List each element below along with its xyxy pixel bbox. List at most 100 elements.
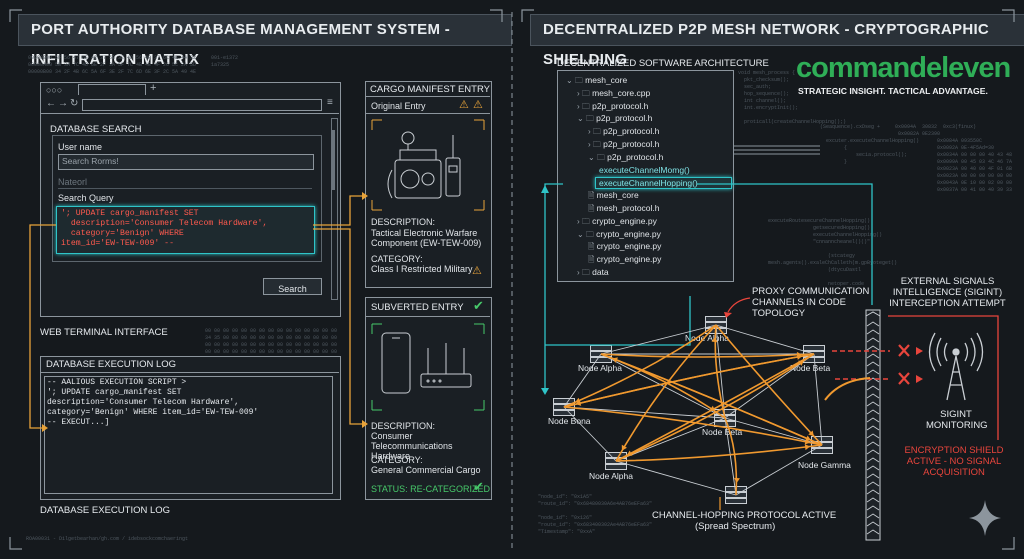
folder-icon: › 🗀 bbox=[577, 268, 593, 277]
subverted-description: Consumer Telecommunications Hardware bbox=[371, 431, 453, 461]
sigint-tower-icon bbox=[928, 332, 984, 401]
tree-item[interactable]: ⌄ 🗀 p2p_protocol.h bbox=[588, 152, 663, 166]
window-dots: ○○○ bbox=[46, 85, 63, 95]
channel-hop-arrowhead bbox=[798, 360, 804, 366]
shield-chevron bbox=[866, 369, 880, 375]
execution-log-box bbox=[44, 376, 333, 494]
warning-icon-1: ⚠ bbox=[459, 99, 469, 111]
channel-hop-arrow bbox=[615, 353, 815, 462]
shield-chevron bbox=[866, 473, 880, 479]
shield-chevron bbox=[866, 361, 880, 367]
tree-item[interactable]: › 🗀 p2p_protocol.h bbox=[588, 126, 659, 140]
channel-hop-arrowhead bbox=[711, 336, 718, 343]
tree-item[interactable]: › 🗀 p2p_protocol.h bbox=[577, 101, 648, 115]
tree-item[interactable]: 🗎 mesh_core bbox=[588, 190, 639, 204]
cyan-arrowheads bbox=[541, 185, 549, 395]
injection-arrowheads bbox=[42, 192, 368, 432]
folder-icon: › 🗀 bbox=[577, 216, 593, 226]
folder-icon: ⌄ 🗀 bbox=[577, 229, 597, 239]
original-card-divider bbox=[365, 96, 490, 97]
new-tab-icon[interactable]: + bbox=[150, 82, 157, 94]
encryption-shield bbox=[865, 309, 881, 541]
architecture-window bbox=[557, 70, 734, 282]
tree-item-label: mesh_protocol.h bbox=[596, 203, 660, 213]
original-entry-subtitle: Original Entry bbox=[371, 101, 426, 111]
tree-item[interactable]: › 🗀 crypto_engine.py bbox=[577, 216, 657, 230]
tree-item[interactable]: executeChannelMomg() bbox=[599, 165, 690, 175]
tree-item[interactable]: ⌄ 🗀 crypto_engine.py bbox=[577, 229, 661, 243]
search-input[interactable]: Search Rorms! bbox=[58, 154, 314, 170]
mesh-channel-hops bbox=[563, 324, 823, 496]
shield-chevron bbox=[866, 401, 880, 407]
tree-item-label: mesh_core bbox=[585, 75, 628, 85]
tree-item[interactable]: › 🗀 mesh_core.cpp bbox=[577, 88, 650, 102]
mesh-link bbox=[563, 406, 726, 419]
tree-item[interactable]: ⌄ 🗀 p2p_protocol.h bbox=[577, 113, 652, 127]
channel-note-2: (Spread Spectrum) bbox=[695, 521, 776, 532]
tree-item[interactable]: › 🗀 data bbox=[577, 267, 609, 281]
scrollbar-thumb[interactable] bbox=[332, 130, 335, 190]
shield-chevron bbox=[866, 337, 880, 343]
tree-item[interactable]: ⌄ 🗀 mesh_core bbox=[566, 75, 627, 89]
execution-log-panel bbox=[40, 356, 341, 500]
tree-item[interactable]: 🗎 crypto_engine.py bbox=[588, 254, 661, 268]
original-category-label: CATEGORY: bbox=[371, 254, 423, 264]
channel-hop-arrow bbox=[600, 353, 815, 358]
shield-chevron bbox=[866, 409, 880, 415]
hex-dump-top: 00000000 5F 56 47 6E 42 37 58 32 4D 56 4… bbox=[28, 55, 239, 75]
search-query-field[interactable]: '; UPDATE cargo_manifest SET description… bbox=[56, 206, 315, 254]
node-label: Node Alpha bbox=[578, 363, 622, 373]
back-icon[interactable]: ← bbox=[46, 98, 56, 109]
node-label: Node Bona bbox=[548, 416, 591, 426]
original-category: Class I Restricted Military bbox=[371, 264, 473, 274]
file-icon: 🗎 bbox=[588, 255, 597, 265]
shield-chevron bbox=[866, 489, 880, 495]
shield-chevron bbox=[866, 513, 880, 519]
search-form-panel bbox=[52, 135, 322, 262]
code-background-1: void mesh_process { pkt_checksum(); sec_… bbox=[738, 70, 847, 125]
terminal-caption: WEB TERMINAL INTERFACE bbox=[40, 327, 168, 338]
injection-arrows bbox=[29, 195, 362, 429]
hex-dump-mid: 00 00 00 00 00 00 00 00 00 00 00 00 00 0… bbox=[205, 328, 338, 355]
original-description: Tactical Electronic Warfare Component (E… bbox=[371, 228, 482, 248]
shield-chevron bbox=[866, 345, 880, 351]
search-query-label: Search Query bbox=[58, 193, 114, 203]
channel-hop-arrowhead bbox=[796, 353, 803, 360]
tree-item-highlighted[interactable]: executeChannelHopping() bbox=[595, 177, 732, 190]
tree-item[interactable]: 🗎 crypto_engine.py bbox=[588, 241, 661, 255]
code-background-3: executeRoutesecureChannelHopping() getse… bbox=[768, 218, 898, 287]
shield-chevron bbox=[866, 497, 880, 503]
shield-chevron bbox=[866, 505, 880, 511]
search-placeholder: Search Rorms! bbox=[62, 156, 119, 166]
shield-chevron bbox=[866, 465, 880, 471]
faded-label: Nateorl bbox=[58, 177, 88, 187]
shield-chevron bbox=[866, 449, 880, 455]
original-card-divider-2 bbox=[365, 113, 490, 114]
mesh-link bbox=[735, 444, 823, 496]
footer-url: ROA00031 - Dilgetbearhan/gh.com / idebso… bbox=[26, 536, 189, 542]
tree-item[interactable]: › 🗀 p2p_protocol.h bbox=[588, 139, 659, 153]
scrollbar[interactable] bbox=[331, 118, 338, 300]
reload-icon[interactable]: ↻ bbox=[70, 98, 79, 109]
forward-icon[interactable]: → bbox=[58, 98, 68, 109]
node-label: Node Beta bbox=[702, 427, 743, 437]
code-background-2: (Seaquence).cxDseg + 0x0094A 30832 0xc3(… bbox=[820, 124, 1013, 193]
tree-item-label: crypto_engine.py bbox=[596, 254, 662, 265]
subverted-card-divider bbox=[365, 316, 490, 317]
address-bar[interactable] bbox=[82, 99, 322, 111]
shield-chevron bbox=[866, 377, 880, 383]
tree-item[interactable]: 🗎 mesh_protocol.h bbox=[588, 203, 660, 217]
channel-hop-arrowhead bbox=[804, 438, 811, 445]
check-icon-2: ✔ bbox=[473, 479, 484, 494]
shield-chevron bbox=[866, 425, 880, 431]
tree-item-label: crypto_engine.py bbox=[596, 228, 661, 239]
tree-item-label: mesh_core.cpp bbox=[592, 87, 651, 98]
menu-icon[interactable]: ≡ bbox=[327, 97, 333, 108]
shield-chevron bbox=[866, 321, 880, 327]
shield-chevron bbox=[866, 529, 880, 535]
channel-hop-arrowhead bbox=[804, 444, 811, 451]
search-button[interactable]: Search bbox=[263, 278, 322, 295]
shield-chevron bbox=[866, 441, 880, 447]
channel-hop-arrowhead bbox=[733, 477, 740, 484]
